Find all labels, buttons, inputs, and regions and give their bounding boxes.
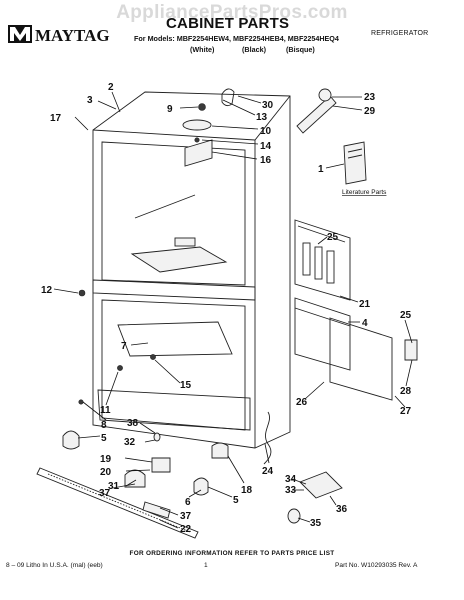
callout-3: 3: [87, 95, 93, 106]
small-hardware-parts: [62, 289, 418, 524]
callout-17: 17: [50, 113, 62, 124]
callout-24: 24: [262, 466, 274, 477]
models-line: For Models: MBF2254HEW4, MBF2254HEB4, MB…: [134, 34, 339, 43]
ordering-note: FOR ORDERING INFORMATION REFER TO PARTS …: [129, 550, 335, 557]
callout-2: 2: [108, 82, 114, 93]
callout-25-lower: 25: [400, 310, 412, 321]
callout-35: 35: [310, 518, 322, 529]
maytag-wordmark: MAYTAG: [35, 26, 110, 45]
callout-31: 31: [108, 481, 120, 492]
callout-12: 12: [41, 285, 53, 296]
callout-21: 21: [359, 299, 371, 310]
litho-info: 8 – 09 Litho In U.S.A. (mal) (eeb): [6, 562, 103, 569]
callout-38: 38: [127, 418, 139, 429]
callout-37-right: 37: [180, 511, 192, 522]
literature-parts-label: Literature Parts: [342, 189, 387, 196]
callout-7: 7: [121, 341, 127, 352]
callout-34: 34: [285, 474, 297, 485]
callout-14: 14: [260, 141, 272, 152]
callout-13: 13: [256, 112, 268, 123]
watermark-text: AppliancePartsPros.com: [116, 2, 348, 23]
callout-32: 32: [124, 437, 136, 448]
machine-compartment-cover: [294, 219, 351, 301]
cabinet-shell: [92, 91, 291, 449]
callout-20: 20: [100, 467, 112, 478]
callout-30: 30: [262, 100, 274, 111]
callout-36: 36: [336, 504, 348, 515]
part-number: Part No. W10293035 Rev. A: [335, 562, 418, 569]
literature-booklet: [343, 141, 367, 185]
water-filter-part: [296, 88, 337, 134]
callout-37-left: 37: [99, 488, 111, 499]
variant-black: (Black): [242, 45, 266, 54]
callout-26: 26: [296, 397, 308, 408]
callout-19: 19: [100, 454, 112, 465]
page-number: 1: [204, 562, 208, 569]
callout-5-right: 5: [233, 495, 239, 506]
callout-27: 27: [400, 406, 412, 417]
callout-28: 28: [400, 386, 412, 397]
callout-9: 9: [167, 104, 173, 115]
callout-leaders: [53, 91, 413, 529]
callout-25-upper: 25: [327, 232, 339, 243]
callout-29: 29: [364, 106, 376, 117]
variant-white: (White): [190, 45, 215, 54]
callout-18: 18: [241, 485, 253, 496]
callout-11: 11: [100, 405, 111, 416]
callout-23: 23: [364, 92, 376, 103]
toe-grille-parts: [294, 297, 393, 401]
callout-33: 33: [285, 485, 297, 496]
callout-6: 6: [185, 497, 191, 508]
callout-22: 22: [180, 524, 192, 535]
variant-bisque: (Bisque): [286, 45, 315, 54]
kick-plate-part: [36, 467, 199, 539]
callout-5-left: 5: [101, 433, 107, 444]
callout-4: 4: [362, 318, 368, 329]
maytag-logo: MAYTAG: [8, 22, 130, 48]
callout-16: 16: [260, 155, 272, 166]
callout-8: 8: [101, 420, 107, 431]
callout-10: 10: [260, 126, 272, 137]
callout-15: 15: [180, 380, 192, 391]
maytag-emblem-icon: [8, 25, 32, 43]
callout-numbers: 2 3 17 9 30 23 29 10 13 14 16 1 25 12 21…: [41, 82, 412, 535]
page-title: CABINET PARTS: [166, 15, 290, 32]
category-label: REFRIGERATOR: [371, 30, 429, 37]
top-hinge-parts: [182, 88, 235, 167]
callout-1: 1: [318, 164, 324, 175]
